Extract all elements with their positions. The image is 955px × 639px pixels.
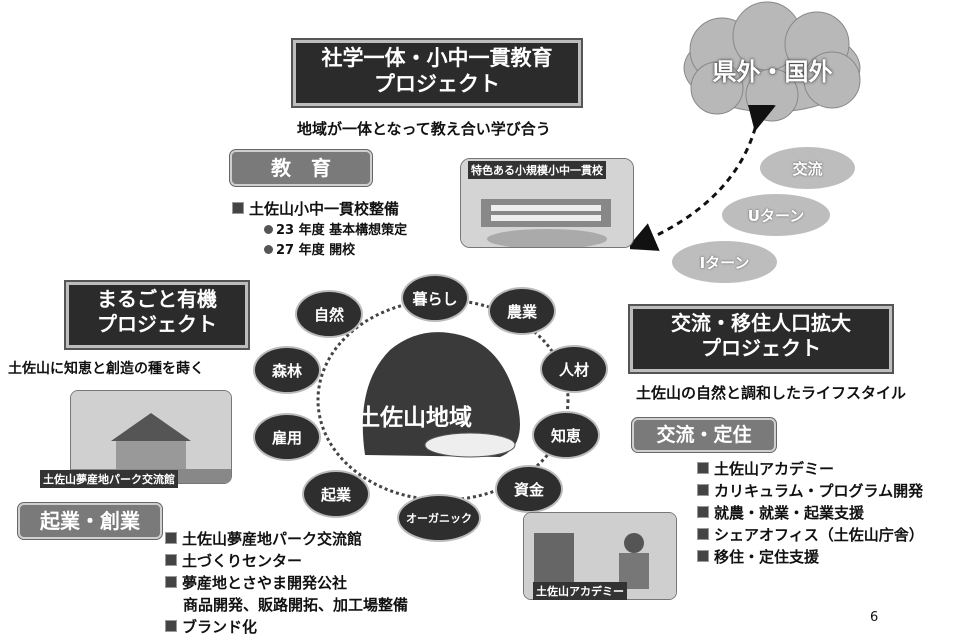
node-kigyo: 起業	[302, 470, 370, 518]
node-shinrin: 森林	[253, 346, 321, 394]
node-shikin: 資金	[495, 465, 563, 513]
exchange-item: 就農・就業・起業支援	[697, 502, 924, 524]
square-bullet-icon	[165, 576, 177, 588]
startup-item: 土づくりセンター	[165, 550, 408, 572]
flow-koryu: 交流	[760, 147, 855, 189]
top-project-title-line2: プロジェクト	[374, 72, 500, 97]
node-kurashi: 暮らし	[401, 274, 469, 322]
cloud-shape	[683, 1, 861, 122]
academy-photo-label: 土佐山アカデミー	[533, 582, 627, 600]
page-number: 6	[870, 610, 879, 625]
square-bullet-icon	[165, 620, 177, 632]
square-bullet-icon	[165, 532, 177, 544]
cycle-ring	[316, 298, 570, 502]
node-koyo: 雇用	[253, 413, 321, 461]
park-photo-label: 土佐山夢産地パーク交流館	[40, 470, 178, 488]
school-photo-label: 特色ある小規模小中一貫校	[468, 161, 606, 179]
exchange-project-box: 交流・移住人口拡大 プロジェクト	[630, 306, 892, 372]
startup-item: 夢産地とさやま開発公社	[165, 572, 408, 594]
square-bullet-icon	[697, 462, 709, 474]
circle-bullet-icon	[264, 225, 273, 234]
exchange-item: カリキュラム・プログラム開発	[697, 480, 924, 502]
square-bullet-icon	[697, 506, 709, 518]
exchange-item: 移住・定住支援	[697, 546, 924, 568]
startup-sub: 商品開発、販路開拓、加工場整備	[183, 596, 409, 614]
marugoto-title-line1: まるごと有機	[97, 287, 217, 311]
node-chie: 知恵	[532, 411, 600, 459]
exchange-item: シェアオフィス（土佐山庁舎）	[697, 524, 924, 546]
square-bullet-icon	[697, 550, 709, 562]
exchange-tagline: 土佐山の自然と調和したライフスタイル	[636, 384, 907, 402]
dashed-flow-arrow	[630, 105, 776, 251]
square-bullet-icon	[232, 202, 244, 214]
exchange-item: 土佐山アカデミー	[697, 458, 924, 480]
marugoto-tagline: 土佐山に知恵と創造の種を蒔く	[8, 361, 204, 377]
node-jinzai: 人材	[540, 345, 608, 393]
exchange-list: 土佐山アカデミー カリキュラム・プログラム開発 就農・就業・起業支援 シェアオフ…	[697, 458, 924, 568]
startup-list: 土佐山夢産地パーク交流館 土づくりセンター 夢産地とさやま開発公社 商品開発、販…	[165, 528, 408, 638]
square-bullet-icon	[165, 554, 177, 566]
top-project-title-line1: 社学一体・小中一貫教育	[321, 46, 553, 70]
node-nogyo: 農業	[488, 287, 556, 335]
education-sub2: 27 年度 開校	[264, 241, 355, 261]
node-shizen: 自然	[295, 290, 363, 338]
square-bullet-icon	[697, 528, 709, 540]
marugoto-title-line2: プロジェクト	[97, 312, 217, 336]
circle-bullet-icon	[264, 245, 273, 254]
exchange-title-line2: プロジェクト	[701, 336, 821, 360]
startup-header: 起業・創業	[18, 503, 162, 539]
education-sub1: 23 年度 基本構想策定	[264, 221, 407, 241]
education-header: 教 育	[230, 150, 372, 186]
center-label: 土佐山地域	[357, 405, 472, 431]
node-organic: オーガニック	[397, 494, 481, 542]
marugoto-project-box: まるごと有機 プロジェクト	[66, 282, 248, 348]
cloud-label: 県外・国外	[712, 58, 833, 86]
education-item: 土佐山小中一貫校整備	[232, 198, 399, 220]
top-project-tagline: 地域が一体となって教え合い学び合う	[297, 120, 551, 138]
flow-u-turn: Uターン	[722, 194, 830, 236]
center-blob	[362, 332, 520, 458]
exchange-title-line1: 交流・移住人口拡大	[671, 311, 851, 335]
square-bullet-icon	[697, 484, 709, 496]
exchange-header: 交流・定住	[632, 418, 776, 452]
flow-i-turn: Iターン	[672, 241, 777, 283]
startup-item: 土佐山夢産地パーク交流館	[165, 528, 408, 550]
top-project-box: 社学一体・小中一貫教育 プロジェクト	[293, 40, 581, 106]
startup-item: ブランド化	[165, 616, 408, 638]
